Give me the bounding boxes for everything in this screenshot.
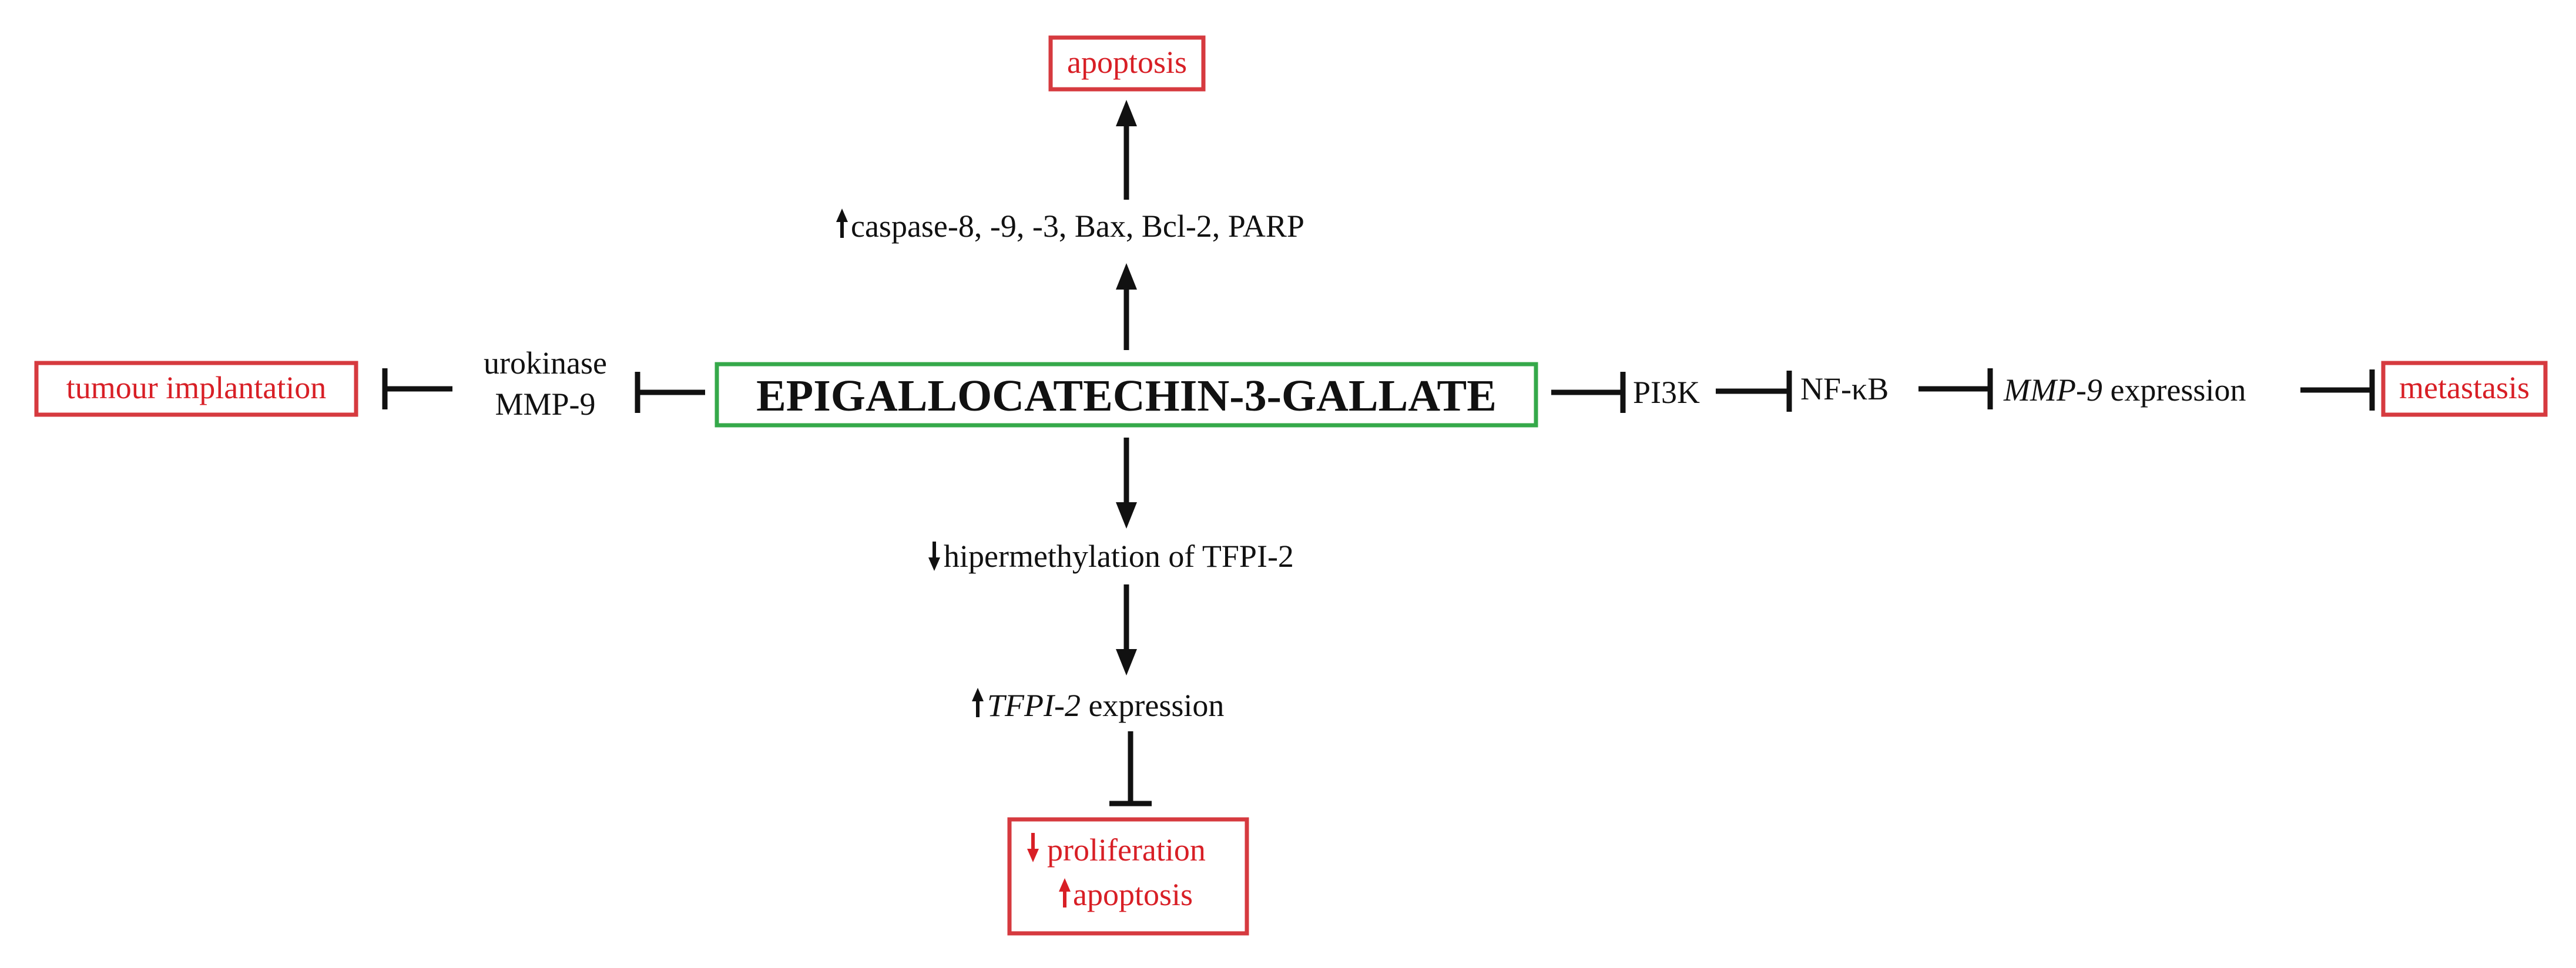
mmp9-expression-suffix: expression (2102, 372, 2246, 408)
center-node: EPIGALLOCATECHIN-3-GALLATE (715, 362, 1538, 428)
pi3k-label: PI3K (1633, 375, 1700, 410)
apoptosis-bottom-label: apoptosis (1073, 877, 1193, 912)
apoptosis-outcome-box (1048, 35, 1206, 92)
metastasis-outcome-box (2381, 361, 2548, 417)
tfpi2-expression-suffix: expression (1081, 688, 1224, 723)
arrowhead-up-icon (1116, 100, 1137, 126)
red-decrease-arrow-icon (1027, 849, 1039, 862)
center-node-label: EPIGALLOCATECHIN-3-GALLATE (756, 371, 1497, 421)
hipermethylation-label: hipermethylation of TFPI-2 (944, 539, 1294, 574)
caspase-mediators-label: caspase-8, -9, -3, Bax, Bcl-2, PARP (851, 209, 1304, 244)
metastasis-outcome-label: metastasis (2399, 370, 2530, 405)
left-branch: urokinase MMP-9 tumour implantation (34, 345, 705, 422)
arrowhead-up-icon (1116, 263, 1137, 290)
tfpi2-gene-name: TFPI-2 (987, 688, 1081, 723)
decrease-arrow-icon (928, 557, 940, 571)
increase-arrow-icon (836, 209, 848, 222)
tfpi2-expression-label: TFPI-2 expression (987, 688, 1224, 723)
arrowhead-down-icon (1116, 502, 1137, 529)
red-increase-arrow-icon (1059, 878, 1071, 892)
proliferation-apoptosis-outcome-box (1007, 817, 1249, 936)
center-node-box (715, 362, 1538, 428)
top-branch: caspase-8, -9, -3, Bax, Bcl-2, PARP apop… (836, 35, 1304, 350)
nfkb-label: NF-κB (1800, 371, 1889, 406)
tumour-implantation-outcome-label: tumour implantation (66, 370, 326, 405)
arrowhead-down-icon (1116, 649, 1137, 675)
right-branch: PI3K NF-κB MMP-9 expression metastasis (1551, 361, 2548, 417)
proliferation-label: proliferation (1047, 832, 1206, 868)
mmp9-gene-name: MMP-9 (2003, 372, 2102, 408)
mmp9-expression-label: MMP-9 expression (2003, 372, 2246, 408)
tumour-implantation-outcome-box (34, 361, 358, 417)
increase-arrow-icon (972, 688, 984, 701)
mmp9-protein-label: MMP-9 (495, 386, 595, 422)
urokinase-label: urokinase (484, 345, 607, 381)
bottom-branch: hipermethylation of TFPI-2 TFPI-2 expres… (928, 438, 1294, 936)
apoptosis-outcome-label: apoptosis (1067, 45, 1187, 80)
